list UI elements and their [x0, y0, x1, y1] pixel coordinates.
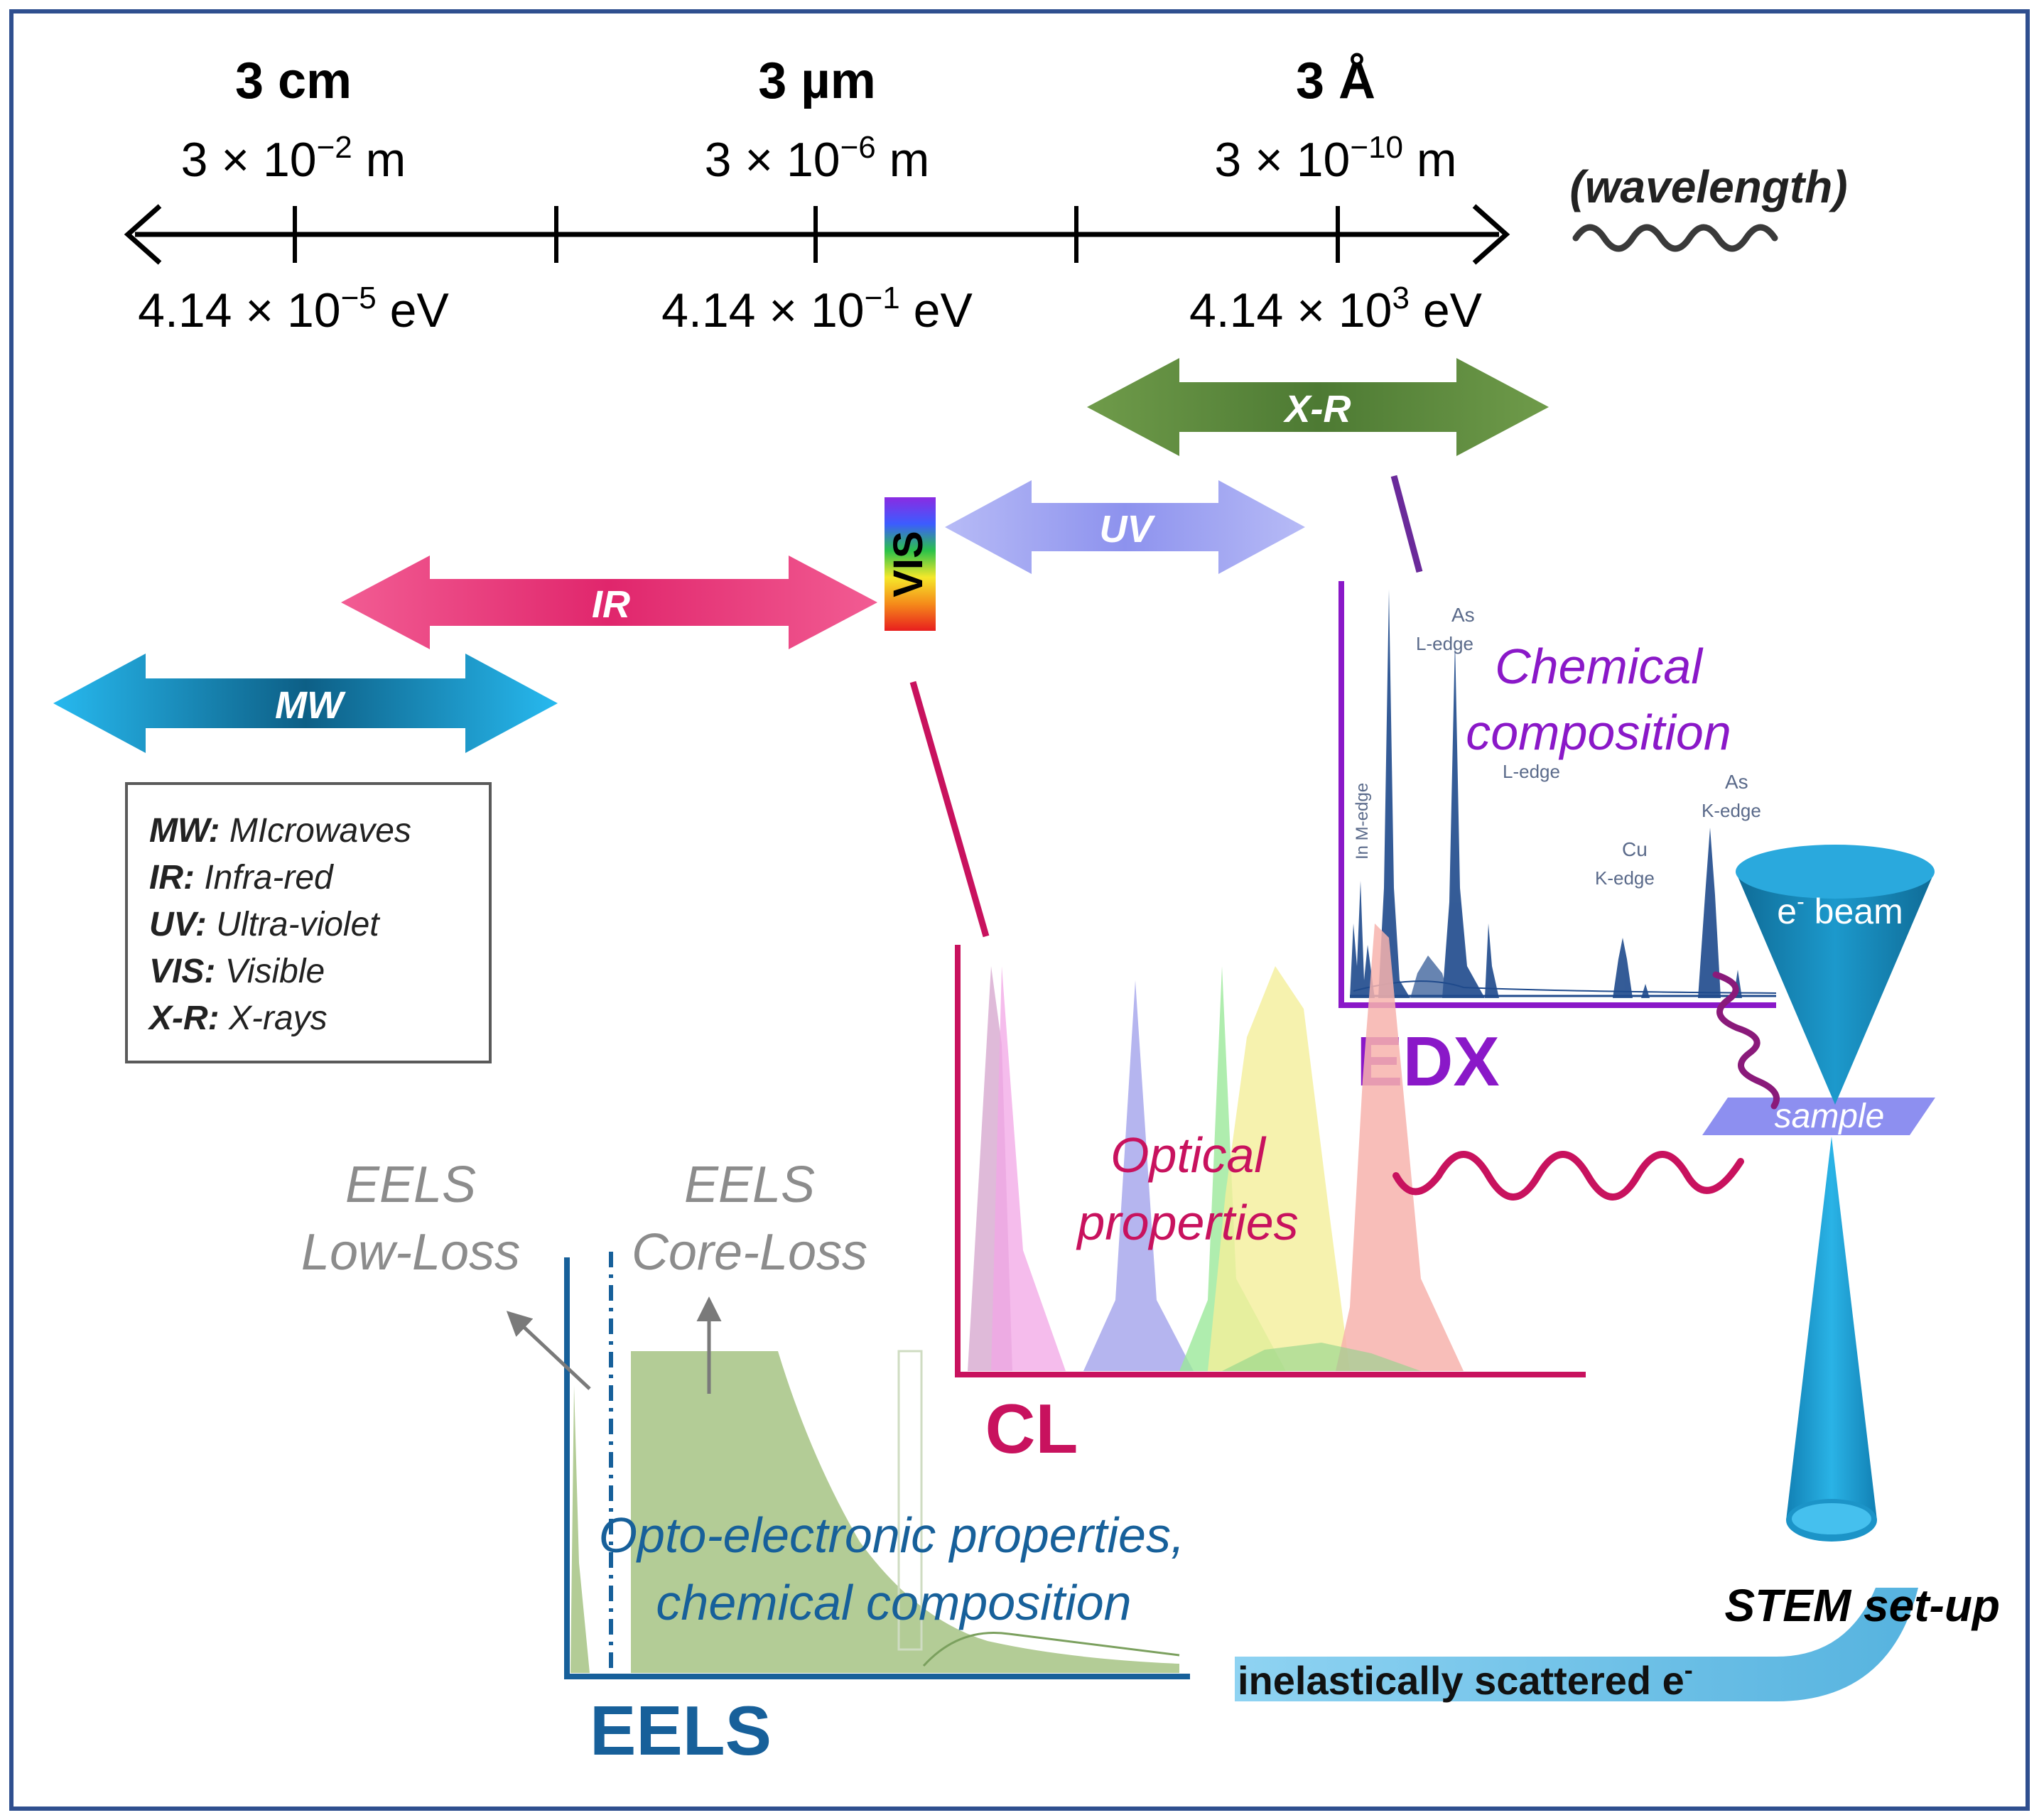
tick-wavelength-3um: 3 × 10−6 m	[705, 130, 930, 187]
eels-core-loss-fill	[631, 1351, 1179, 1673]
eels-core-loss-line1: EELS	[684, 1157, 815, 1213]
band-label-mw: MW	[275, 684, 346, 727]
cl-title: CL	[985, 1390, 1078, 1468]
edx-label-cu: Cu	[1622, 838, 1648, 860]
connector-xr-edx	[1390, 475, 1423, 573]
legend-item-vis: VIS: Visible	[149, 953, 325, 990]
legend-item-mw: MW: MIcrowaves	[149, 812, 411, 850]
e-beam-label: e- beam	[1777, 889, 1903, 931]
band-label-vis: VIS	[885, 531, 931, 597]
band-arrow-uv: UV	[945, 480, 1305, 574]
photon-wave-cl	[1392, 1151, 1744, 1201]
scattered-electron-band	[1235, 1588, 1918, 1701]
cl-panel: Optical properties CL	[955, 923, 1586, 1468]
band-label-uv: UV	[1099, 508, 1155, 551]
tick-name-3um: 3 µm	[758, 53, 876, 109]
tick-wavelength-3a: 3 × 10−10 m	[1214, 130, 1456, 187]
cl-caption-line2: properties	[1076, 1195, 1298, 1250]
eels-low-loss-line1: EELS	[345, 1157, 476, 1213]
band-vis: VIS	[885, 497, 936, 631]
outer-frame	[9, 9, 2030, 1811]
band-label-xr: X-R	[1283, 388, 1351, 430]
eels-panel: EELS Low-Loss EELS Core-Loss Opto-electr…	[301, 1157, 1190, 1770]
edx-label-as-l: As	[1451, 604, 1475, 626]
tick-energy-3cm: 4.14 × 10−5 eV	[138, 281, 449, 337]
tick-name-3a: 3 Å	[1296, 53, 1375, 109]
scale-axis	[124, 204, 1510, 265]
stem-setup: sample e- beam STEM set-up inelastically…	[1235, 845, 2000, 1703]
upper-beam-cone	[1736, 872, 1935, 1105]
edx-label-in-m: In M-edge	[1353, 783, 1372, 860]
edx-label-as-k-edge: K-edge	[1702, 800, 1761, 821]
eels-title: EELS	[590, 1691, 772, 1770]
scattered-electron-label: inelastically scattered e-	[1238, 1655, 1693, 1703]
wavelength-label: (wavelength)	[1569, 161, 1847, 212]
band-arrow-xr: X-R	[1087, 358, 1549, 456]
sample-label: sample	[1775, 1098, 1885, 1135]
cl-caption-line1: Optical	[1110, 1127, 1267, 1183]
legend-box: MW: MIcrowaves IR: Infra-red UV: Ultra-v…	[125, 782, 492, 1063]
eels-zero-loss-peak	[570, 1385, 590, 1673]
edx-label-as-k: As	[1725, 771, 1748, 793]
sample-plate	[1702, 1098, 1935, 1135]
eels-core-loss-line2: Core-Loss	[632, 1224, 867, 1281]
edx-panel: As L-edge L-edge In M-edge As K-edge Cu …	[1338, 581, 1777, 1100]
low-loss-arrow	[506, 1311, 591, 1390]
eels-low-loss-line2: Low-Loss	[301, 1224, 520, 1281]
connector-vis-cl	[909, 681, 990, 938]
edx-caption-line2: composition	[1466, 705, 1731, 760]
eels-faint-box	[897, 1350, 923, 1651]
cl-spectrum	[968, 923, 1464, 1371]
lower-beam-cone	[1786, 1137, 1877, 1520]
photon-wave-edx	[1712, 971, 1780, 1110]
edx-caption-line1: Chemical	[1495, 639, 1704, 694]
edx-label-l-edge: L-edge	[1503, 761, 1560, 782]
wave-icon	[1572, 224, 1778, 252]
legend-item-xr: X-R: X-rays	[147, 1000, 328, 1037]
tick-name-3cm: 3 cm	[235, 53, 352, 109]
stem-setup-label: STEM set-up	[1724, 1580, 2000, 1631]
tick-energy-3a: 4.14 × 103 eV	[1189, 281, 1483, 337]
band-label-ir: IR	[592, 583, 630, 626]
edx-spectrum	[1350, 590, 1742, 998]
legend-item-ir: IR: Infra-red	[149, 859, 334, 897]
band-arrow-ir: IR	[341, 556, 877, 649]
eels-caption-line1: Opto-electronic properties,	[599, 1507, 1185, 1563]
edx-label-as-l-edge: L-edge	[1416, 633, 1473, 654]
eels-caption-line2: chemical composition	[656, 1575, 1131, 1630]
band-arrow-mw: MW	[53, 654, 558, 753]
legend-item-uv: UV: Ultra-violet	[149, 906, 380, 943]
tick-wavelength-3cm: 3 × 10−2 m	[181, 130, 406, 187]
edx-label-cu-edge: K-edge	[1595, 867, 1655, 889]
tick-energy-3um: 4.14 × 10−1 eV	[661, 281, 973, 337]
